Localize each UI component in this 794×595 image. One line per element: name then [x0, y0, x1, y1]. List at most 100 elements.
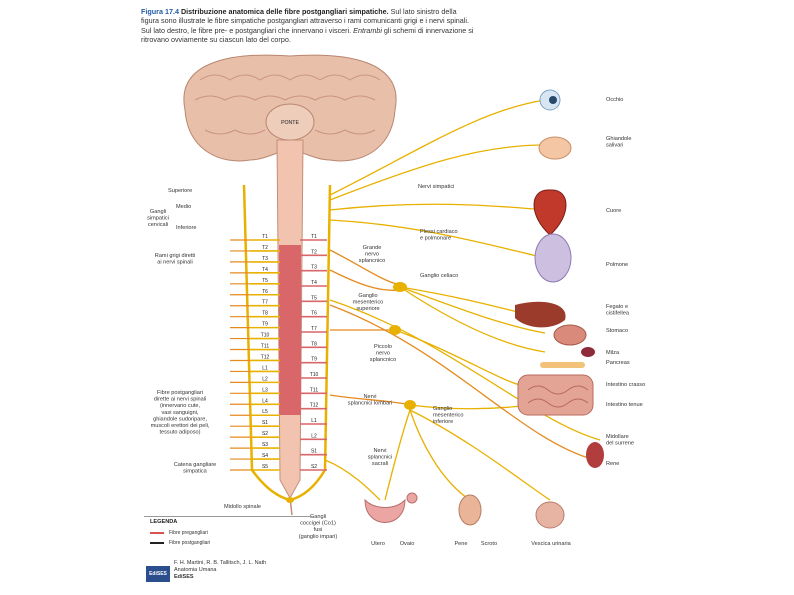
- brain: PONTE: [183, 54, 397, 162]
- credit-authors: F. H. Martini, R. B. Tallitsch, J. L. Na…: [174, 560, 267, 566]
- segment-label-right: T10: [310, 372, 319, 378]
- legend-post-swatch: [150, 542, 164, 544]
- organ-label: Polmone: [606, 262, 628, 268]
- spinal-cord: [276, 139, 304, 516]
- bladder: [535, 501, 565, 529]
- large-intestine: [517, 374, 594, 416]
- stomach: [553, 324, 587, 346]
- penis-scrotum: [458, 494, 482, 526]
- label-midollo: Midollo spinale: [224, 504, 261, 510]
- credit-publisher: EdiSES: [174, 574, 194, 580]
- spleen: [581, 347, 595, 357]
- adrenal-kidney: [586, 442, 604, 468]
- segment-label-right: T6: [311, 311, 317, 317]
- segment-label-left: L4: [262, 398, 268, 404]
- segment-label-left: T11: [261, 344, 269, 350]
- segment-label-left: T9: [262, 322, 268, 328]
- organ-label: Rene: [606, 461, 619, 467]
- organ-label: Intestino crasso: [606, 382, 645, 388]
- segment-label-left: T10: [261, 333, 270, 339]
- lung: [534, 233, 572, 283]
- legend-post-label: Fibre postgangliari: [169, 540, 211, 546]
- segment-label-right: T12: [310, 403, 319, 409]
- segment-label-left: L1: [262, 365, 268, 371]
- bottom-organ-label: Ovaio: [400, 541, 415, 547]
- segment-label-left: T4: [262, 267, 268, 273]
- legend-pre: Fibre pregangliari: [150, 530, 208, 536]
- legend-pre-swatch: [150, 532, 164, 534]
- legend-title: LEGENDA: [150, 519, 178, 525]
- caption-italic: Entrambi: [353, 25, 382, 35]
- organ-illustrations: [364, 89, 604, 529]
- publisher-logo: EdiSES: [146, 566, 170, 582]
- segment-label-left: S5: [262, 464, 268, 470]
- label-nervi-simpatici: Nervi simpatici: [418, 184, 454, 190]
- segment-label-left: L5: [262, 409, 268, 415]
- legend-pre-label: Fibre pregangliari: [169, 530, 208, 536]
- segment-label-left: T1: [262, 234, 268, 240]
- label-ganglio-celiaco: Ganglio celiaco: [420, 273, 458, 279]
- label-medio: Medio: [176, 204, 191, 210]
- segment-label-right: T2: [311, 249, 317, 255]
- figure-caption: Figura 17.4 Distribuzione anatomica dell…: [141, 7, 476, 45]
- organ-label: Cuore: [606, 208, 621, 214]
- segment-label-right: T11: [310, 387, 318, 393]
- rami-communicantes: [230, 239, 327, 471]
- segment-label-right: T3: [311, 265, 317, 271]
- salivary-glands: [538, 136, 572, 160]
- segment-label-right: L2: [311, 433, 317, 439]
- segment-label-right: L1: [311, 418, 317, 424]
- segment-labels-left: T1T2T3T4T5T6T7T8T9T10T11T12L1L2L3L4L5S1S…: [261, 234, 270, 470]
- segment-label-left: T2: [262, 245, 268, 251]
- segment-label-right: S1: [311, 449, 317, 455]
- label-inferiore: Inferiore: [176, 225, 197, 231]
- segment-label-left: T3: [262, 256, 268, 262]
- credit: F. H. Martini, R. B. Tallitsch, J. L. Na…: [174, 560, 266, 581]
- segment-label-right: T4: [311, 280, 317, 286]
- organ-label: Intestino tenue: [606, 402, 643, 408]
- segment-label-right: S2: [311, 464, 317, 470]
- ganglia: [286, 282, 416, 503]
- segment-label-left: S3: [262, 442, 268, 448]
- segment-label-right: T9: [311, 357, 317, 363]
- bottom-organ-label: Scroto: [481, 541, 497, 547]
- label-superiore: Superiore: [168, 188, 192, 194]
- bottom-organ-label: Vescica urinaria: [531, 541, 571, 547]
- segment-label-left: T6: [262, 289, 268, 295]
- figure-title: Distribuzione anatomica delle fibre post…: [180, 7, 389, 16]
- segment-label-left: T12: [261, 354, 270, 360]
- segment-label-left: L3: [262, 387, 268, 393]
- pancreas: [540, 362, 585, 368]
- segment-label-right: T7: [311, 326, 317, 332]
- segment-label-left: T7: [262, 300, 268, 306]
- organ-label: Occhio: [606, 97, 623, 103]
- segment-label-left: T5: [262, 278, 268, 284]
- legend-post: Fibre postgangliari: [150, 540, 210, 546]
- bottom-organ-label: Utero: [371, 541, 385, 547]
- organ-label: Milza: [606, 350, 620, 356]
- pons-label: PONTE: [281, 120, 299, 126]
- organ-label: Stomaco: [606, 328, 628, 334]
- figure-number: Figura 17.4: [141, 7, 179, 16]
- segment-label-left: L2: [262, 376, 268, 382]
- segment-label-left: S2: [262, 431, 268, 437]
